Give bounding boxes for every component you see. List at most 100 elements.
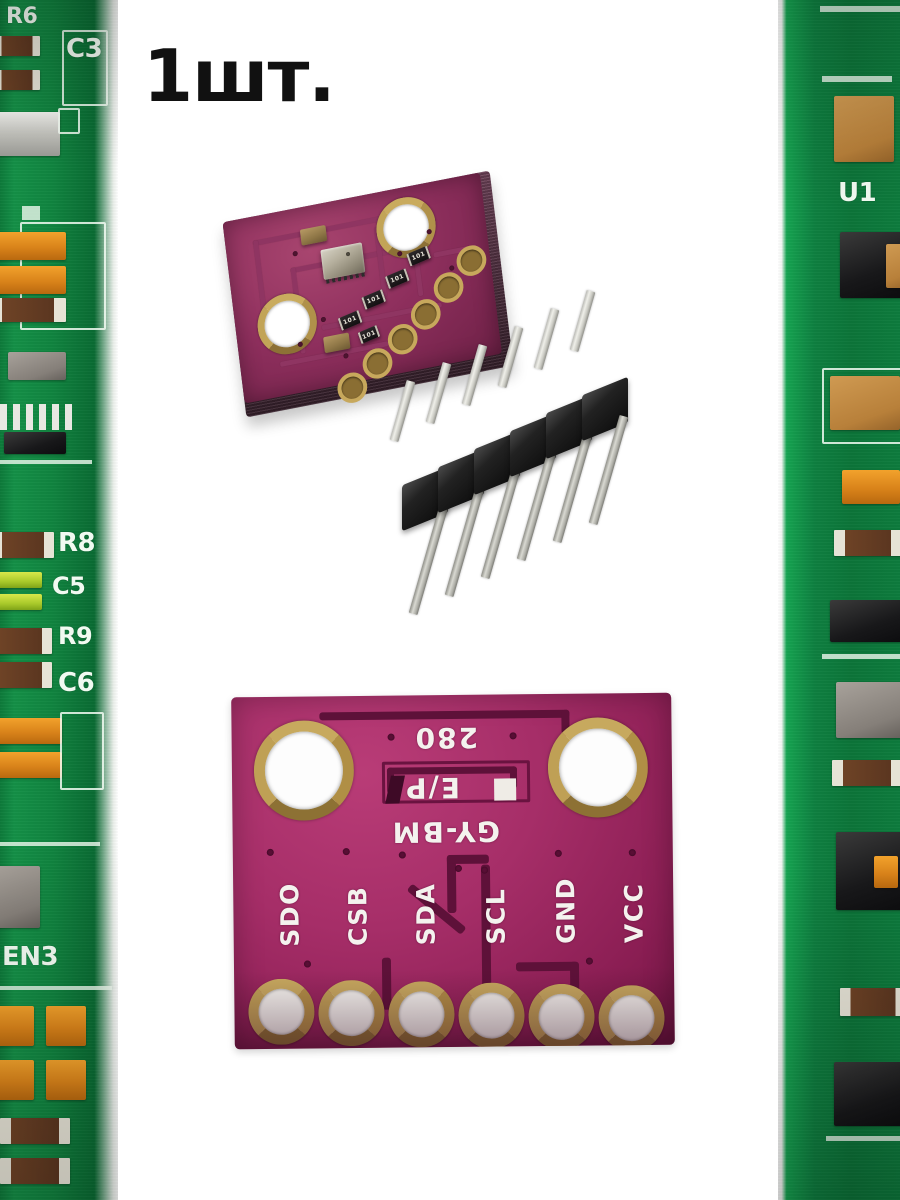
mounting-hole	[253, 720, 355, 822]
silkscreen-line	[826, 1136, 900, 1141]
smd-capacitor	[874, 856, 898, 888]
pin-label-gnd: GND	[551, 876, 581, 944]
silkscreen-mark: EN3	[2, 942, 59, 972]
pcb-via	[628, 849, 636, 857]
header-pin-top	[497, 325, 524, 389]
header-pin-top	[425, 361, 452, 425]
green-pcb-strip-right: U1	[778, 0, 900, 1200]
smd-capacitor	[0, 1060, 34, 1100]
smd-capacitor	[46, 1060, 86, 1100]
smd-capacitor	[0, 1006, 34, 1046]
pin-label-scl: SCL	[481, 887, 511, 945]
smd-component	[299, 224, 328, 246]
smd-component	[836, 682, 900, 738]
header-pin-5	[533, 307, 593, 544]
pcb-via	[398, 851, 406, 859]
silkscreen-line	[0, 986, 112, 990]
pcb-via	[509, 732, 517, 740]
silkscreen-outline	[60, 712, 104, 790]
smd-resistor	[0, 70, 40, 90]
through-hole-pad-sdo	[248, 978, 315, 1046]
pcb-via	[454, 864, 463, 872]
green-pcb-strip-left: R6 C3 R8 C5 R9 C6 EN3	[0, 0, 118, 1200]
smd-component	[8, 352, 66, 380]
header-pin-top	[569, 289, 596, 353]
through-hole-pad	[432, 269, 466, 306]
smd-component	[886, 244, 900, 288]
silkscreen-line	[820, 6, 900, 12]
pcb-via	[387, 733, 395, 741]
smd-component	[834, 96, 894, 162]
through-hole-pad-scl	[458, 982, 525, 1049]
pcb-via	[585, 957, 593, 965]
smd-capacitor	[0, 594, 42, 610]
silkscreen-line	[22, 206, 40, 220]
pin-label-csb: CSB	[343, 885, 373, 947]
through-hole-pad-csb	[318, 979, 385, 1047]
smd-capacitor	[0, 266, 66, 294]
pcb-back-face: 280 E/P GY-BM SDO CSB SDA SCL GND VCC	[231, 692, 675, 1050]
smd-resistor-101: 101	[357, 325, 381, 345]
strip-shading-left	[0, 0, 118, 1200]
pad-row	[0, 404, 78, 430]
pcb-via	[480, 866, 489, 874]
pcb-trace	[446, 854, 489, 865]
pin-label-vcc: VCC	[619, 882, 649, 944]
smd-ic	[4, 432, 66, 454]
pin-header-strip	[389, 289, 726, 616]
smd-resistor	[0, 628, 52, 654]
smd-resistor-101: 101	[384, 268, 410, 290]
silkscreen-mark: R6	[6, 4, 38, 29]
smd-resistor	[840, 988, 900, 1016]
smd-capacitor	[842, 470, 900, 504]
silkscreen-square	[494, 778, 517, 801]
silkscreen-mark: R8	[58, 528, 96, 558]
pcb-via	[343, 352, 349, 359]
through-hole-pad-gnd	[528, 983, 595, 1050]
smd-resistor-101: 101	[361, 289, 387, 310]
header-pin-1	[389, 379, 449, 616]
mounting-hole	[547, 716, 649, 818]
pcb-trace	[319, 709, 570, 721]
smd-resistor	[834, 530, 900, 556]
sensor-module-back: 280 E/P GY-BM SDO CSB SDA SCL GND VCC	[231, 692, 675, 1050]
header-pin-top	[461, 343, 488, 407]
silkscreen-model-number: 280	[413, 720, 479, 755]
pin-label-sdo: SDO	[275, 882, 305, 947]
header-pin-4	[497, 325, 557, 562]
silkscreen-line	[822, 654, 900, 659]
smd-component	[0, 866, 40, 928]
header-pin-6	[569, 289, 629, 526]
silkscreen-brand: GY-BM	[390, 814, 501, 849]
smd-capacitor	[46, 1006, 86, 1046]
smd-capacitor	[0, 232, 66, 260]
silkscreen-line	[0, 842, 100, 846]
pin-label-sda: SDA	[411, 882, 441, 946]
smd-capacitor	[0, 572, 42, 588]
silkscreen-mark: R9	[58, 622, 93, 650]
through-hole-pad-sda	[388, 980, 455, 1048]
pcb-via	[303, 960, 312, 968]
pcb-via	[554, 849, 562, 857]
header-pin-2	[425, 361, 485, 598]
silkscreen-variant: E/P	[403, 770, 461, 805]
silkscreen-outline	[62, 30, 108, 106]
pcb-via	[266, 848, 274, 856]
silkscreen-outline	[58, 108, 80, 134]
strip-shading-right	[778, 0, 900, 1200]
silkscreen-line	[0, 460, 92, 464]
smd-resistor-101: 101	[337, 309, 363, 331]
smd-capacitor	[0, 752, 62, 778]
smd-ic	[830, 600, 900, 642]
quantity-label: 1шт.	[143, 34, 336, 118]
silkscreen-mark: C5	[52, 572, 86, 600]
smd-connector	[0, 112, 60, 156]
smd-resistor	[0, 1158, 70, 1184]
through-hole-pad-vcc	[598, 984, 665, 1050]
smd-resistor	[0, 36, 40, 56]
pcb-via	[342, 848, 350, 856]
pcb-trace	[515, 961, 579, 972]
silkscreen-mark: U1	[838, 178, 877, 208]
silkscreen-line	[822, 76, 892, 82]
